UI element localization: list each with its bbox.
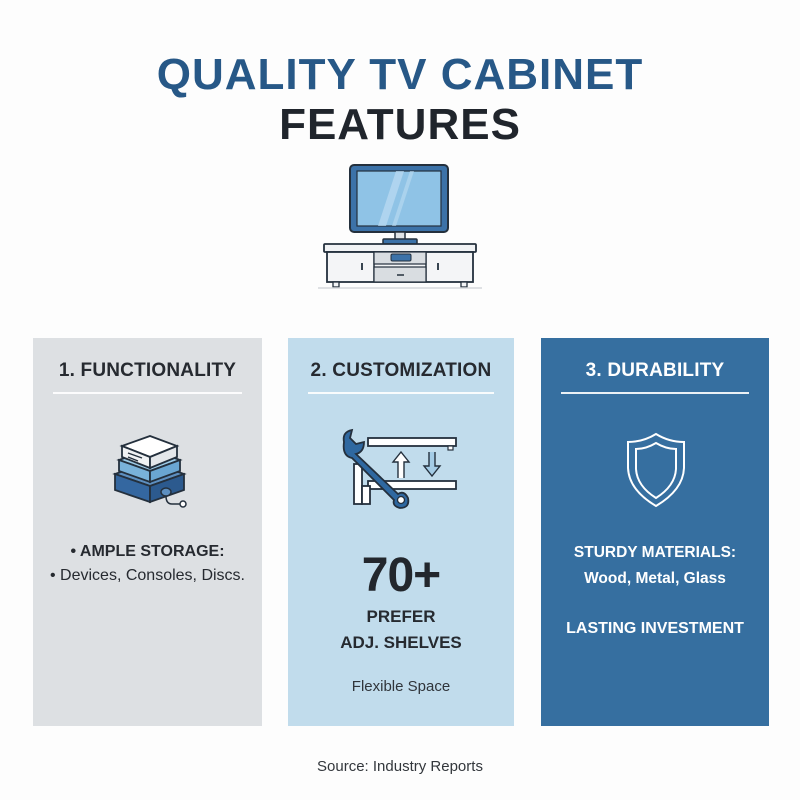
title-line-2: FEATURES <box>279 100 521 149</box>
storage-detail: • Devices, Consoles, Discs. <box>50 567 245 584</box>
panel-title: 3. DURABILITY <box>585 360 725 381</box>
divider <box>53 392 242 394</box>
tv-on-cabinet-icon <box>318 164 482 289</box>
stat-footnote: Flexible Space <box>351 678 451 695</box>
panel-customization: 2. CUSTOMIZATION 70+ PREFER ADJ. SHELVES… <box>288 338 514 726</box>
panel-title: 1. FUNCTIONALITY <box>58 360 237 381</box>
stat-label-line-2: ADJ. SHELVES <box>340 633 462 652</box>
panel-durability: 3. DURABILITY STURDY MATERIALS: Wood, Me… <box>541 338 769 726</box>
panel-functionality: 1. FUNCTIONALITY • AMPLE STORAGE: • Devi… <box>33 338 262 726</box>
materials-list: Wood, Metal, Glass <box>584 570 726 587</box>
source-caption: Source: Industry Reports <box>317 758 483 775</box>
panel-title: 2. CUSTOMIZATION <box>310 360 492 381</box>
stat-label-line-1: PREFER <box>366 607 436 626</box>
lasting-investment: LASTING INVESTMENT <box>566 620 744 637</box>
shield-icon <box>627 432 685 508</box>
divider <box>561 392 749 394</box>
storage-stack-icon <box>112 435 187 508</box>
wrench-adjustable-shelves-icon <box>342 428 457 509</box>
storage-heading: • AMPLE STORAGE: <box>70 543 225 560</box>
stat-value: 70+ <box>361 549 441 602</box>
materials-heading: STURDY MATERIALS: <box>573 544 737 561</box>
stat-label: PREFER ADJ. SHELVES <box>288 604 514 656</box>
divider <box>308 392 494 394</box>
title-line-1: QUALITY TV CABINET <box>156 50 644 99</box>
storage-description: • AMPLE STORAGE: • Devices, Consoles, Di… <box>33 543 262 585</box>
